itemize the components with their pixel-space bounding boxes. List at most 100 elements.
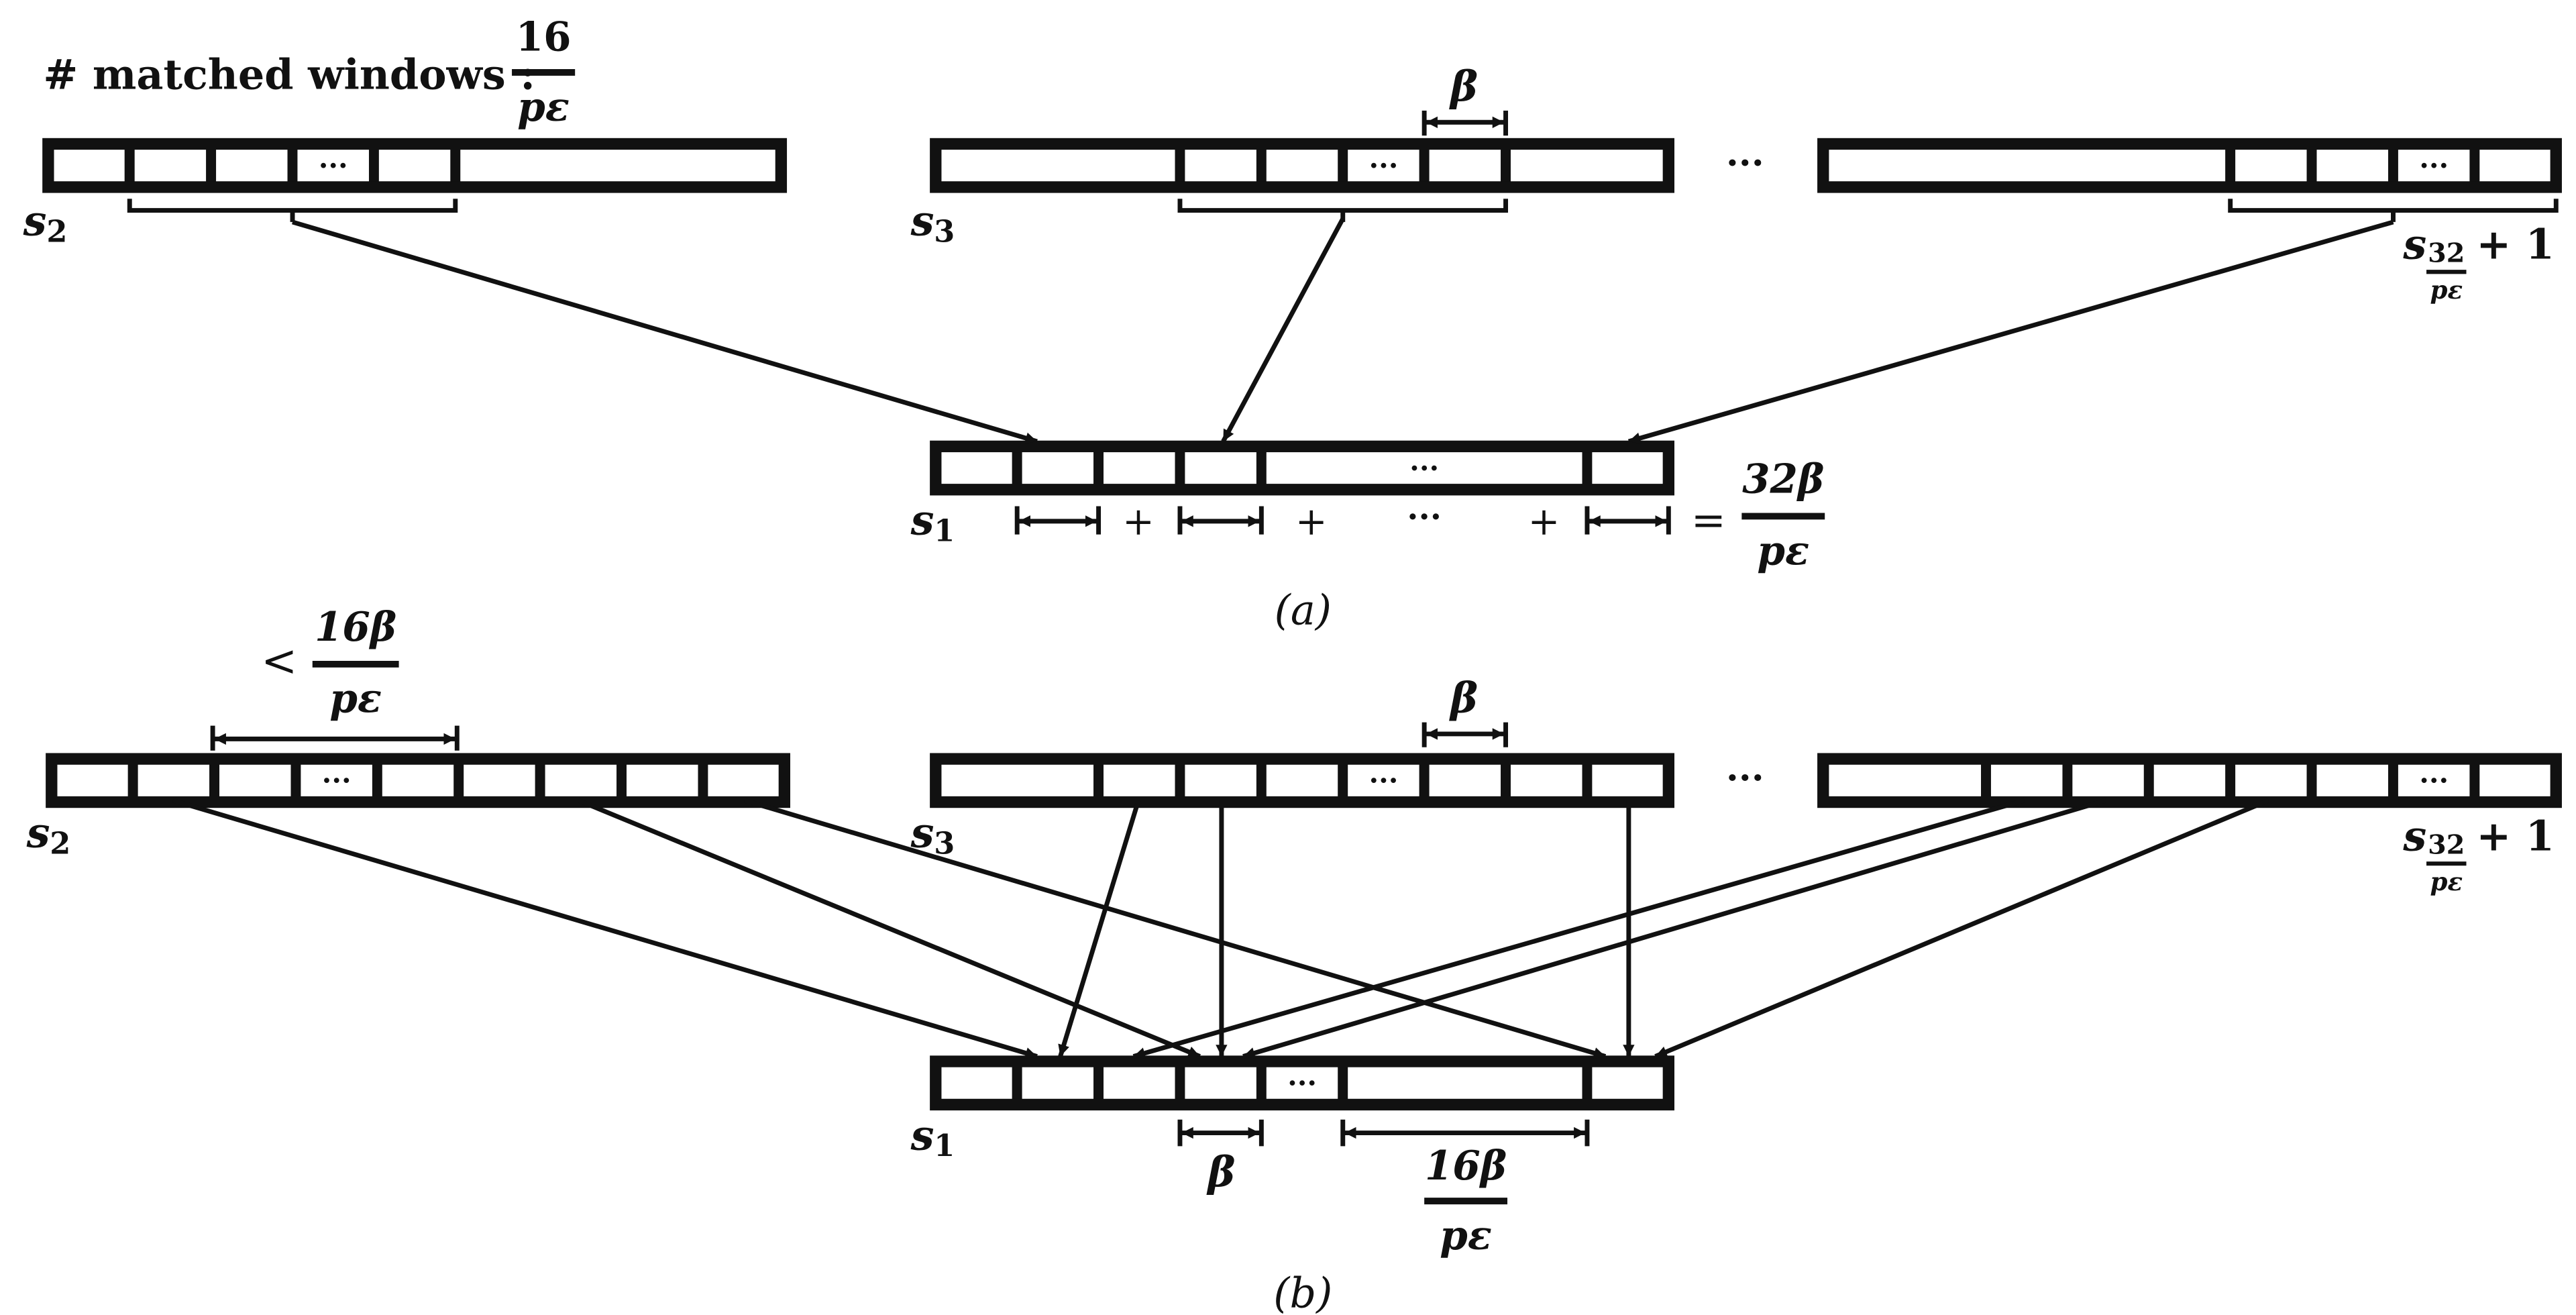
- panel-b-s1-widths: β 16β pε: [1177, 1119, 1590, 1259]
- panel-b-arrow-s2-dots: [172, 798, 1038, 1059]
- svg-text:s: s: [2402, 811, 2426, 860]
- a-s2-outline: [42, 138, 788, 193]
- svg-text:2: 2: [46, 214, 67, 250]
- panel-b-string-s2: ···: [46, 753, 791, 808]
- b-s3-cell-white: [1501, 753, 1593, 807]
- a-s2-cell-white: [450, 139, 786, 193]
- svg-text:s: s: [910, 808, 934, 857]
- panel-b-span-denominator: pε: [1440, 1212, 1492, 1259]
- svg-text:s: s: [910, 197, 934, 246]
- b-s1-cell-ellipsis: ···: [1287, 1066, 1317, 1100]
- b-sl-outline: [1817, 753, 2562, 808]
- panel-b-arrow-s-last-cross: [1242, 798, 2106, 1059]
- panel-a-beta-label: β: [1449, 62, 1478, 111]
- panel-b-beta-under-s1: β: [1206, 1147, 1235, 1196]
- panel-b-lt-denominator: pε: [329, 676, 382, 723]
- a-s1-cell-diagonal-hatch: [1012, 441, 1104, 495]
- a-s1-cell-white: [930, 441, 1022, 495]
- label-s-last-a: s 32 pε + 1: [2402, 219, 2555, 304]
- panel-b-arrow-s2-wave: [743, 798, 1607, 1059]
- b-s2-cell-cross-dots: [535, 753, 627, 807]
- panel-a: ············ ··· β: [42, 62, 2562, 634]
- a-sl-cell-ellipsis: ···: [2419, 149, 2449, 182]
- matched-windows-label: # matched windows :: [43, 50, 535, 99]
- b-s2-outline: [46, 753, 791, 808]
- b-s1-cell-fine-dots: [1012, 1056, 1104, 1110]
- svg-text:s: s: [26, 808, 50, 857]
- a-sl-cell-diagonal-hatch: [2306, 139, 2398, 193]
- a-s3-cell-diagonal-hatch: [1256, 139, 1348, 193]
- b-s2-cell-white: [616, 753, 708, 807]
- label-s-last-b: s 32 pε + 1: [2402, 811, 2555, 896]
- a-s2-cell-white: [43, 139, 135, 193]
- svg-text:pε: pε: [2430, 867, 2463, 896]
- svg-text:+ 1: + 1: [2476, 811, 2555, 860]
- panel-a-string-s3: ···: [930, 138, 1674, 193]
- label-s3-b: s 3: [910, 808, 955, 861]
- a-sl-cell-diagonal-hatch: [2469, 139, 2561, 193]
- b-s3-cell-ellipsis: ···: [1368, 764, 1398, 797]
- b-s2-cell-diagonal-hatch: [209, 753, 301, 807]
- a-s3-cell-white: [1501, 139, 1674, 193]
- b-s2-cell-white: [453, 753, 545, 807]
- b-sl-cell-white: [1818, 753, 1991, 807]
- svg-text:1: 1: [934, 1128, 955, 1163]
- panel-a-arrow-s3-to-s1: [1221, 217, 1345, 443]
- a-s3-cell-white: [1175, 139, 1267, 193]
- panel-b-arrow-s2-cross: [577, 798, 1201, 1059]
- a-s2-cell-ellipsis: ···: [319, 149, 348, 182]
- panel-b-less-than: <: [261, 636, 297, 686]
- panel-b-arrow-s-last-wave: [1654, 798, 2270, 1059]
- svg-text:s: s: [2402, 219, 2426, 268]
- panel-a-arrow-s-last-to-s1: [1627, 219, 2394, 444]
- svg-text:32: 32: [2428, 238, 2465, 268]
- b-s3-cell-diagonal-hatch: [1256, 753, 1348, 807]
- panel-b-lt-numerator: 16β: [315, 604, 396, 651]
- a-s3-outline: [930, 138, 1674, 193]
- panel-a-window-widths: + + ··· + = 32β pε: [1014, 456, 1825, 574]
- a-s2-cell-diagonal-hatch: [368, 139, 461, 193]
- matched-windows-fraction-denominator: pε: [517, 84, 570, 131]
- panel-a-sum-numerator: 32β: [1742, 456, 1824, 503]
- panel-b-arrow-s-last-dots: [1132, 798, 2025, 1059]
- b-s2-cell-white: [46, 753, 138, 807]
- label-s3-a: s 3: [910, 197, 955, 250]
- b-sl-cell-ellipsis: ···: [2419, 764, 2449, 797]
- panel-a-equals: =: [1691, 496, 1726, 545]
- b-s1-outline: [930, 1055, 1674, 1111]
- panel-b-caption: (b): [1273, 1269, 1332, 1315]
- matched-windows-fraction-numerator: 16: [516, 14, 572, 61]
- a-s1-cell-white: [1093, 441, 1185, 495]
- panel-a-brace-s3: [1177, 199, 1509, 222]
- b-s2-cell-wavy-lines: [698, 753, 790, 807]
- a-s3-cell-ellipsis: ···: [1368, 149, 1398, 182]
- svg-text:3: 3: [934, 825, 955, 861]
- label-s2-b: s 2: [26, 808, 71, 861]
- panel-b-string-s-last: ···: [1817, 753, 2562, 808]
- b-s1-cell-cross-dots: [1175, 1056, 1267, 1110]
- panel-a-beta-window-width: β: [1421, 62, 1509, 136]
- svg-text:2: 2: [50, 825, 70, 861]
- panel-a-arrow-s2-to-s1: [292, 219, 1038, 444]
- b-s1-cell-white: [1093, 1056, 1185, 1110]
- a-sl-cell-white: [2225, 139, 2317, 193]
- panel-b-string-s3: ···: [930, 753, 1674, 808]
- a-s2-cell-diagonal-hatch: [206, 139, 298, 193]
- panel-a-plus-2: +: [1295, 500, 1328, 544]
- panel-b-beta-window-width: β: [1421, 674, 1509, 747]
- b-s2-cell-fine-dots: [127, 753, 220, 807]
- svg-text:3: 3: [934, 214, 955, 250]
- panel-a-top-ellipsis: ···: [1726, 142, 1764, 185]
- b-s1-cell-wavy-lines: [1582, 1056, 1674, 1110]
- panel-a-brace-s2: [127, 199, 458, 222]
- b-sl-cell-white: [2143, 753, 2236, 807]
- a-sl-cell-white: [1818, 139, 2236, 193]
- panel-b-arrow-s3-dots: [1058, 800, 1141, 1057]
- panel-a-string-s2: ···: [42, 138, 788, 193]
- a-s3-cell-white: [930, 139, 1185, 193]
- panel-b-span-numerator: 16β: [1425, 1143, 1507, 1190]
- b-s2-cell-ellipsis: ···: [322, 764, 352, 797]
- a-s3-cell-diagonal-hatch: [1419, 139, 1511, 193]
- b-s3-cell-wavy-lines: [1582, 753, 1674, 807]
